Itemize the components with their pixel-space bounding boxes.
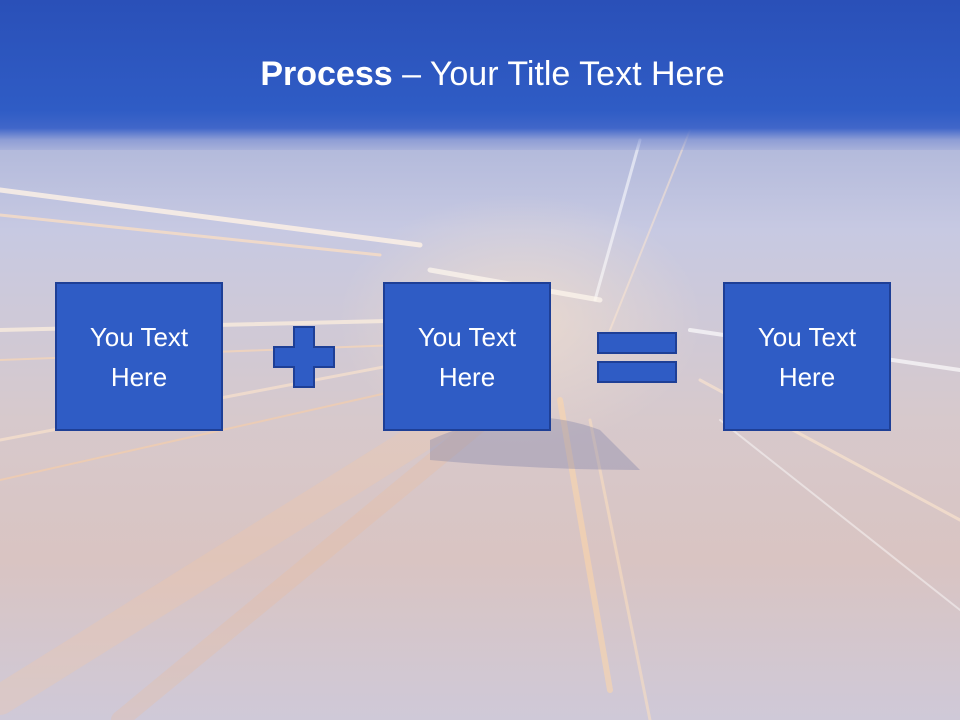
process-box-3-line2: Here [778, 361, 836, 392]
process-box-3-text: You Text Here [758, 317, 856, 397]
equals-icon[interactable] [596, 331, 678, 385]
slide-title[interactable]: Process – Your Title Text Here [0, 52, 960, 96]
title-rest-text: – Your Title Text Here [392, 55, 725, 93]
process-box-1-line1: You Text [89, 321, 189, 352]
process-box-1[interactable]: You Text Here [55, 282, 223, 431]
process-box-3-line1: You Text [757, 321, 857, 352]
title-bold-text: Process [260, 55, 393, 93]
process-box-2-text: You Text Here [418, 317, 516, 397]
process-box-3[interactable]: You Text Here [723, 282, 891, 431]
process-box-2-line1: You Text [417, 321, 517, 352]
process-box-2[interactable]: You Text Here [383, 282, 551, 431]
plus-icon[interactable] [272, 325, 336, 389]
process-box-2-line2: Here [438, 361, 496, 392]
process-box-1-line2: Here [110, 361, 168, 392]
header-band [0, 0, 960, 150]
process-box-1-text: You Text Here [90, 317, 188, 397]
